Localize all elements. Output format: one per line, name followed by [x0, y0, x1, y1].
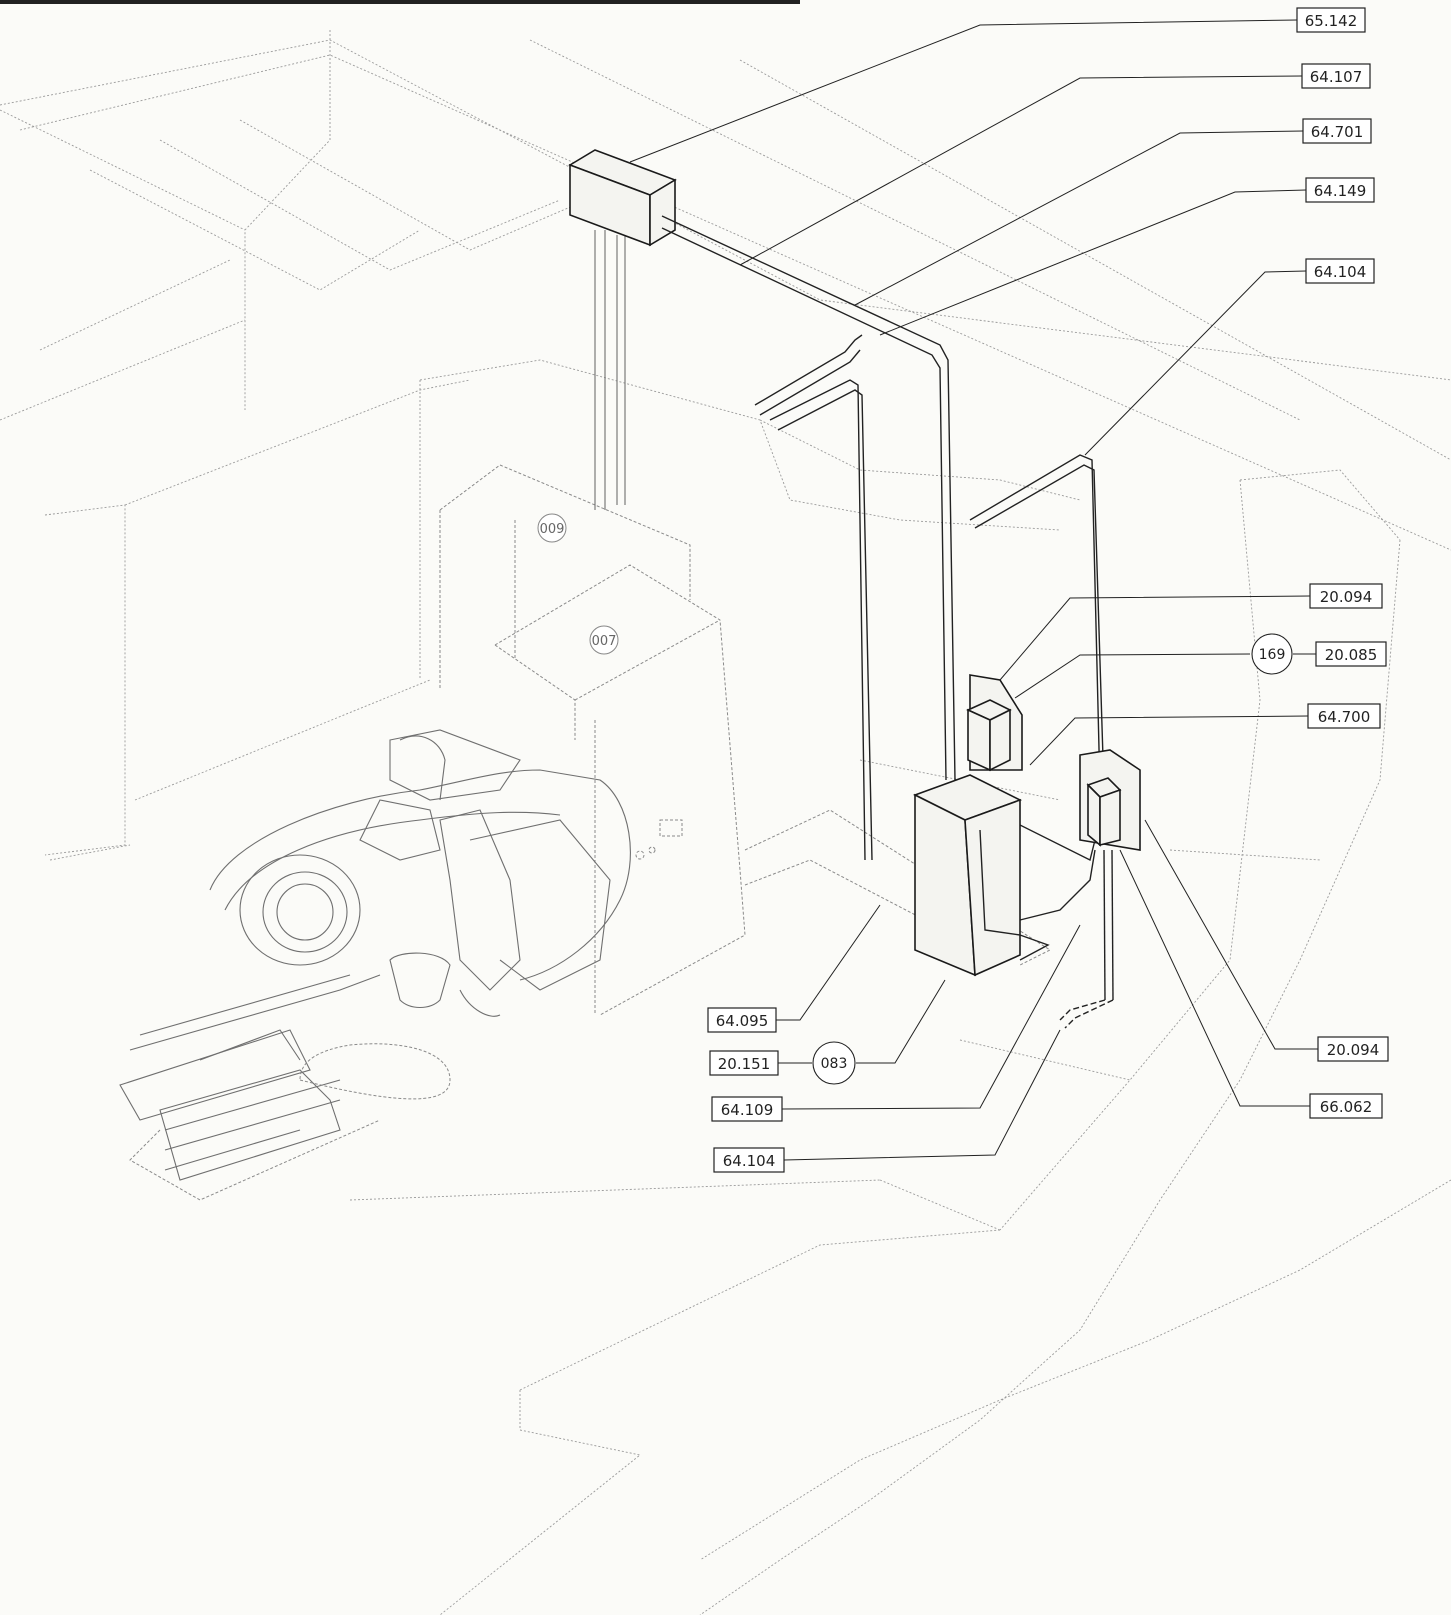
- control-cabinet: [912, 774, 1050, 977]
- room-outline: [0, 30, 1451, 1615]
- callout-label: 64.109: [711, 1096, 783, 1122]
- svg-text:169: 169: [1259, 647, 1286, 663]
- svg-text:009: 009: [540, 522, 565, 537]
- wall-socket-box: [1079, 749, 1141, 851]
- callout-label: 64.149: [1305, 177, 1375, 203]
- callout-label: 64.104: [1305, 258, 1375, 284]
- svg-text:64.095: 64.095: [716, 1012, 769, 1030]
- callout-label: 64.107: [1301, 63, 1371, 89]
- svg-text:64.149: 64.149: [1314, 182, 1367, 200]
- leader-lines: [629, 19, 1318, 1161]
- svg-text:20.151: 20.151: [718, 1055, 771, 1073]
- wall-panel-box: [966, 674, 1023, 772]
- callout-label: 64.095: [707, 1007, 777, 1033]
- equipment-marker: 009: [537, 513, 567, 543]
- svg-text:64.104: 64.104: [1314, 263, 1367, 281]
- robot-gantry: [209, 729, 631, 1017]
- callout-label: 64.701: [1302, 118, 1372, 144]
- svg-text:64.104: 64.104: [723, 1152, 776, 1170]
- cable-trays: [661, 215, 1114, 1029]
- svg-text:20.094: 20.094: [1320, 588, 1373, 606]
- callout-label: 64.700: [1307, 703, 1381, 729]
- callout-label: 20.094: [1309, 583, 1383, 609]
- svg-text:65.142: 65.142: [1305, 12, 1358, 30]
- svg-text:64.701: 64.701: [1311, 123, 1364, 141]
- callout-marker: 083: [812, 1041, 856, 1085]
- svg-text:64.109: 64.109: [721, 1101, 774, 1119]
- callout-label: 20.094: [1317, 1036, 1389, 1062]
- ceiling-junction-box: [568, 149, 677, 247]
- equipment-cabinets: [439, 230, 1052, 1016]
- callout-label: 20.151: [709, 1050, 779, 1076]
- svg-text:20.094: 20.094: [1327, 1041, 1380, 1059]
- svg-text:007: 007: [592, 634, 617, 649]
- equipment-marker: 007: [589, 625, 619, 655]
- callout-label: 65.142: [1296, 7, 1366, 33]
- patient-table: [119, 974, 451, 1201]
- svg-text:64.107: 64.107: [1310, 68, 1363, 86]
- svg-text:20.085: 20.085: [1325, 646, 1378, 664]
- callout-marker: 169: [1251, 633, 1293, 675]
- callout-label: 64.104: [713, 1147, 785, 1173]
- callout-label: 20.085: [1315, 641, 1387, 667]
- svg-text:66.062: 66.062: [1320, 1098, 1373, 1116]
- svg-text:083: 083: [821, 1056, 848, 1072]
- svg-text:64.700: 64.700: [1318, 708, 1371, 726]
- callout-label: 66.062: [1309, 1093, 1383, 1119]
